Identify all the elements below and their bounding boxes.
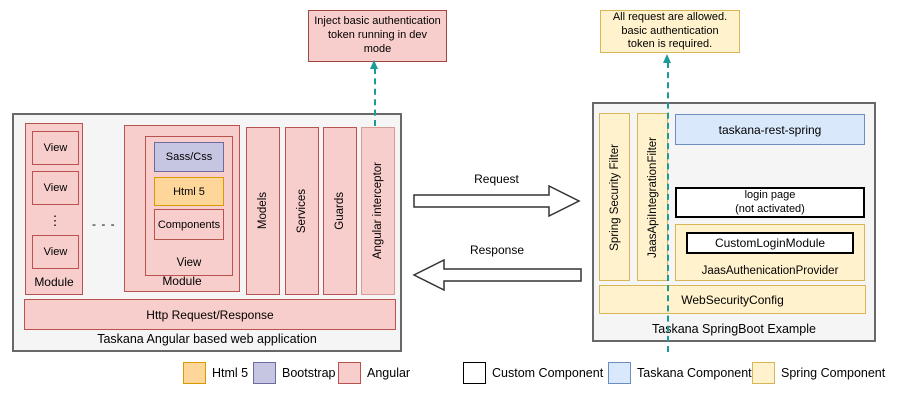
angular-app-title: Taskana Angular based web application	[97, 332, 317, 346]
html5-box: Html 5	[154, 177, 224, 206]
dev-mode-note: Inject basic authentication token runnin…	[308, 10, 447, 62]
services-label: Services	[296, 188, 308, 234]
custom-swatch-icon	[463, 362, 486, 384]
module-label: Module	[34, 275, 74, 289]
springboot-title: Taskana SpringBoot Example	[652, 322, 816, 336]
legend-label: Custom Component	[492, 366, 604, 380]
angular-interceptor-label: Angular interceptor	[372, 162, 384, 260]
angular-swatch-icon	[338, 362, 361, 384]
components-box: Components	[154, 209, 224, 240]
spring-swatch-icon	[752, 362, 775, 384]
legend-item-custom: Custom Component	[463, 361, 603, 385]
http-request-response-bar: Http Request/Response	[24, 299, 396, 330]
models-bar: Models	[246, 127, 280, 295]
springboot-container: Spring Security Filter JaasApiIntegratio…	[592, 102, 876, 342]
sass-css-box: Sass/Css	[154, 142, 224, 172]
guards-label: Guards	[334, 192, 346, 230]
web-security-config-box: WebSecurityConfig	[599, 285, 866, 314]
request-arrow	[413, 185, 581, 217]
services-bar: Services	[285, 127, 319, 295]
legend-label: Taskana Component	[637, 366, 752, 380]
view-container: Sass/Css Html 5 Components View	[145, 136, 233, 276]
legend-label: Spring Component	[781, 366, 886, 380]
security-note: All request are allowed. basic authentic…	[600, 10, 740, 53]
legend-item-taskana: Taskana Component	[608, 361, 752, 385]
angular-app-container: View View ⋮ View Module - - - Sass/Css H…	[12, 113, 402, 352]
legend-item-bootstrap: Bootstrap	[253, 361, 336, 385]
view-label: View	[176, 257, 202, 269]
taskana-swatch-icon	[608, 362, 631, 384]
view-box: View	[32, 235, 79, 269]
spring-security-filter-bar: Spring Security Filter	[599, 113, 630, 281]
angular-interceptor-bar: Angular interceptor	[361, 127, 395, 295]
legend-label: Bootstrap	[282, 366, 336, 380]
module-label: Module	[162, 274, 202, 288]
view-box: View	[32, 131, 79, 165]
vertical-ellipsis: ⋮	[48, 213, 62, 228]
spring-security-filter-label: Spring Security Filter	[608, 143, 621, 251]
legend-item-html5: Html 5	[183, 361, 248, 385]
jaas-authentication-provider-label: JaasAuthenicationProvider	[701, 265, 839, 277]
legend-label: Angular	[367, 366, 411, 380]
response-arrow	[412, 259, 582, 291]
custom-login-module-box: CustomLoginModule	[686, 232, 854, 254]
guards-bar: Guards	[323, 127, 357, 295]
dashed-connector-left	[374, 68, 376, 126]
models-label: Models	[257, 192, 269, 230]
legend-label: Html 5	[212, 366, 249, 380]
request-label: Request	[474, 172, 519, 186]
arrowhead-up-icon	[370, 60, 378, 69]
dashed-connector-right	[667, 62, 669, 352]
module-1: View View ⋮ View Module	[25, 123, 83, 295]
jaas-api-integration-filter-bar: JaasApiIntegrationFilter	[637, 113, 668, 281]
module-2: Sass/Css Html 5 Components View Module	[124, 125, 240, 292]
ellipsis-between-modules: - - -	[92, 217, 116, 231]
legend-item-angular: Angular	[338, 361, 410, 385]
jaas-api-integration-filter-label: JaasApiIntegrationFilter	[646, 136, 659, 258]
legend-item-spring: Spring Component	[752, 361, 885, 385]
view-box: View	[32, 171, 79, 205]
login-page-box: login page (not activated)	[675, 187, 865, 218]
html5-swatch-icon	[183, 362, 206, 384]
arrowhead-up-icon	[663, 54, 671, 63]
response-label: Response	[469, 243, 525, 257]
taskana-rest-spring-box: taskana-rest-spring	[675, 114, 865, 145]
jaas-authentication-provider-box: CustomLoginModule JaasAuthenicationProvi…	[675, 224, 865, 281]
bootstrap-swatch-icon	[253, 362, 276, 384]
